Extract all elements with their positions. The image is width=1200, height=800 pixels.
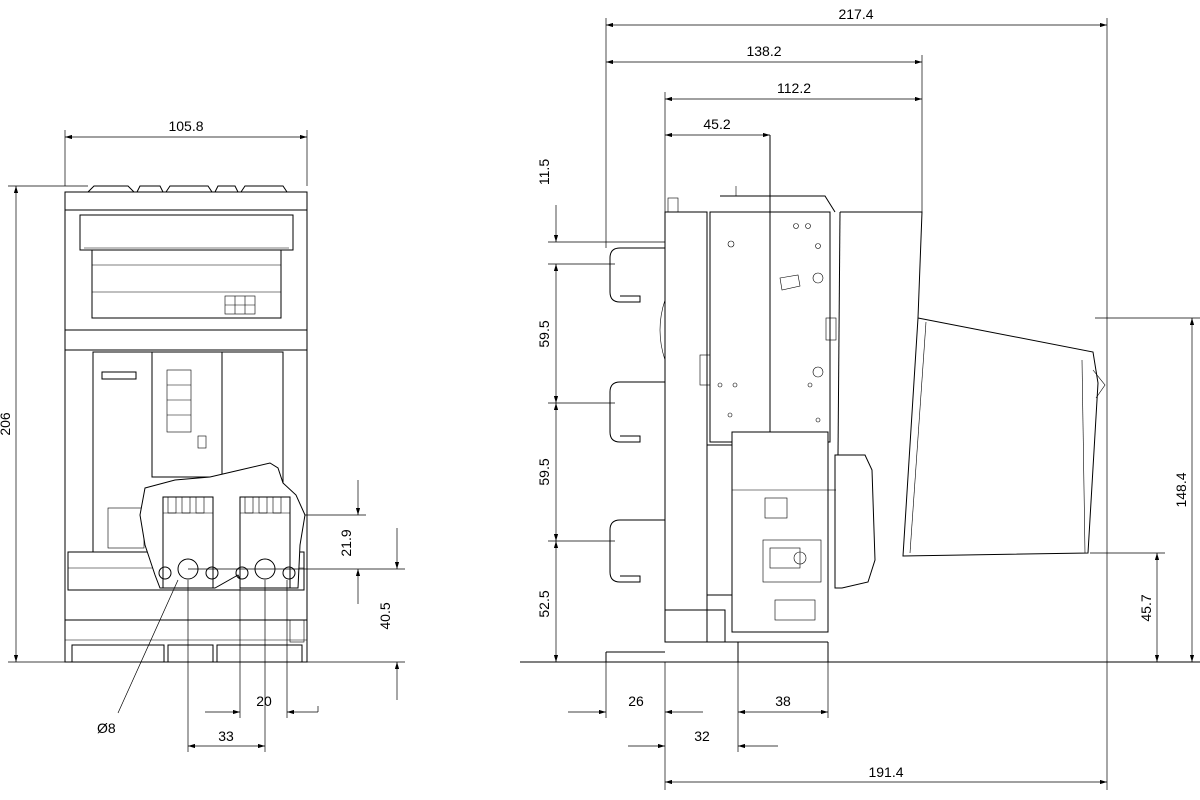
dim-front-width: 105.8 (168, 118, 203, 134)
dim-overall-depth: 217.4 (838, 6, 873, 22)
dim-top-offset: 11.5 (536, 159, 552, 185)
front-view (64, 185, 308, 663)
dim-base-32: 32 (694, 728, 710, 744)
dim-terminal-offset: 21.9 (338, 529, 354, 556)
dim-pitch-lower: 59.5 (536, 458, 552, 485)
dim-handle-base: 45.7 (1138, 594, 1154, 621)
dim-front-height: 206 (0, 412, 13, 436)
dim-depth-112: 112.2 (777, 80, 811, 96)
side-view (520, 135, 1200, 663)
dim-pitch-upper: 59.5 (536, 320, 552, 347)
dim-bottom-offset: 52.5 (536, 590, 552, 617)
front-dimensions: 105.8 206 21.9 40.5 Ø8 20 33 (0, 118, 405, 752)
dim-depth-45: 45.2 (703, 116, 730, 132)
dim-terminal-pitch: 33 (218, 728, 234, 744)
dim-terminal-height: 40.5 (377, 602, 393, 629)
dim-base-depth: 191.4 (868, 764, 903, 780)
dim-handle-height: 148.4 (1173, 472, 1189, 507)
dim-terminal-width: 20 (256, 693, 272, 709)
dim-hole-diameter: Ø8 (97, 720, 116, 736)
dim-base-38: 38 (775, 693, 791, 709)
dim-base-26: 26 (628, 693, 644, 709)
side-dimensions: 217.4 138.2 112.2 45.2 11.5 59.5 59.5 52… (536, 6, 1200, 790)
dim-depth-138: 138.2 (746, 43, 781, 59)
